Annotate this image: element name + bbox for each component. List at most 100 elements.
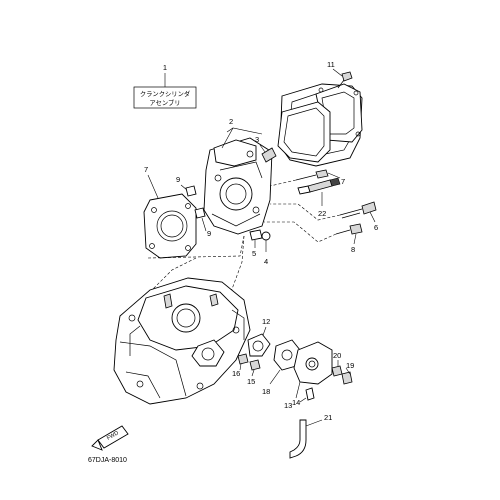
part-14-group: 12 xyxy=(247,317,271,357)
outlet-cover-15-port-inner xyxy=(308,360,316,368)
gasket-bore-inner xyxy=(160,214,184,238)
leader-line xyxy=(269,369,281,385)
gasket-bolt-hole xyxy=(149,243,155,249)
callout-9-lower: 9 xyxy=(207,229,211,238)
fwd-arrow-head xyxy=(91,439,103,451)
leader-line xyxy=(295,381,301,399)
bolt-21 xyxy=(331,365,343,377)
bolt-8-group: 8 xyxy=(335,223,363,254)
callout-6: 6 xyxy=(374,223,378,232)
combustion-chamber xyxy=(219,177,253,211)
assembly-name-line-2: アセンブリ xyxy=(149,98,180,107)
cylinder-bore-inner xyxy=(176,308,196,328)
leader-line xyxy=(345,367,351,375)
bolt-13-group: 11 xyxy=(327,60,353,89)
block-bolt-hole xyxy=(196,382,204,390)
fwd-arrow-body xyxy=(97,425,129,449)
head-rib xyxy=(211,213,261,227)
head-cover-gasket xyxy=(277,101,331,163)
assembly-guide-line xyxy=(270,203,341,221)
crankcase-cylinder-block xyxy=(113,277,251,405)
nipple-16-group: 14 xyxy=(292,387,315,407)
thermostat-14-center xyxy=(252,340,264,352)
cylinder-head xyxy=(203,137,273,235)
assembly-guide-line xyxy=(147,235,245,259)
assembly-guide-line xyxy=(149,257,197,293)
leader-line xyxy=(239,363,242,371)
combustion-chamber-inner xyxy=(225,183,247,205)
gasket-10-group: 7 xyxy=(143,165,197,259)
callout-18: 16 xyxy=(232,369,240,378)
nipple-16 xyxy=(305,387,315,401)
gasket-bolt-hole xyxy=(185,203,191,209)
plug-18 xyxy=(237,353,249,365)
bolt-13-head xyxy=(341,71,353,82)
block-parting-line xyxy=(119,341,187,397)
leader-line xyxy=(332,68,343,77)
cylinder-bore xyxy=(171,303,201,333)
callout-17: 15 xyxy=(247,377,255,386)
thermostat-14 xyxy=(247,333,271,357)
cover-bolt-hole xyxy=(318,87,324,93)
leader-line xyxy=(353,233,357,245)
bolt-7-group: 7 xyxy=(295,169,345,186)
cover-bolt-hole xyxy=(353,90,359,96)
stud-bolt xyxy=(209,293,219,307)
head-rib xyxy=(219,161,263,179)
callout-3: 3 xyxy=(255,135,259,144)
block-bolt-hole xyxy=(128,314,136,322)
leader-line xyxy=(147,174,159,199)
leader-line xyxy=(305,419,323,427)
spark-plug-23-group: 22 xyxy=(297,177,341,218)
head-bolt-boss xyxy=(214,174,222,182)
callout-10: 7 xyxy=(144,165,148,174)
bolt-7-head xyxy=(315,169,329,179)
head-cover-assembly xyxy=(277,83,363,167)
dowel-pin-3 xyxy=(261,147,277,163)
part-5-group: 5 xyxy=(249,229,263,258)
washer-5 xyxy=(249,229,263,241)
dowel-pin-9-upper xyxy=(185,185,197,197)
callout-9-upper: 9 xyxy=(176,175,180,184)
gasket-inner-edge xyxy=(283,107,325,157)
callout-13: 11 xyxy=(327,60,335,69)
callout-21: 20 xyxy=(333,351,341,360)
leader-line xyxy=(259,144,266,153)
part-17-group: 15 xyxy=(247,359,261,386)
leader-line xyxy=(221,127,234,149)
callout-22: 21 xyxy=(324,413,332,422)
head-bolt-boss xyxy=(252,206,260,214)
hose-22-group: 21 xyxy=(289,413,332,459)
gasket-bore xyxy=(156,210,188,242)
bolt-13-shank xyxy=(337,79,345,89)
gasket-bolt-hole xyxy=(151,207,157,213)
callout-1: 1 xyxy=(163,63,167,72)
hose-22 xyxy=(289,419,307,459)
part-4-group: 4 xyxy=(261,231,271,266)
block-port-boss xyxy=(191,339,225,367)
callout-2: 2 xyxy=(229,117,233,126)
block-rib xyxy=(129,325,141,356)
gasket-19-hole xyxy=(281,349,293,361)
assembly-guide-line xyxy=(227,235,245,301)
block-rib xyxy=(125,371,161,399)
bolt-7-shank xyxy=(295,174,317,181)
bolt-20 xyxy=(341,371,353,385)
callout-1-group: 1 クランクシリンダ アセンブリ xyxy=(133,63,197,109)
assembly-name-box xyxy=(133,86,197,109)
cylinder-head-top xyxy=(213,139,257,167)
dowel-pin-9-lower xyxy=(194,207,206,219)
leader-line xyxy=(327,172,341,179)
leader-line xyxy=(251,369,255,377)
gasket-bolt-hole xyxy=(185,245,191,251)
bolt-6-head xyxy=(361,201,377,215)
outlet-cover-15-group: 13 xyxy=(284,341,333,410)
bolt-8-head xyxy=(349,223,363,235)
leader-line xyxy=(299,397,307,403)
callout-15: 13 xyxy=(284,401,292,410)
cylinder-head-gasket xyxy=(143,193,197,259)
callout-23: 22 xyxy=(318,209,326,218)
callout-4: 4 xyxy=(264,257,268,266)
callout-19: 18 xyxy=(262,387,270,396)
